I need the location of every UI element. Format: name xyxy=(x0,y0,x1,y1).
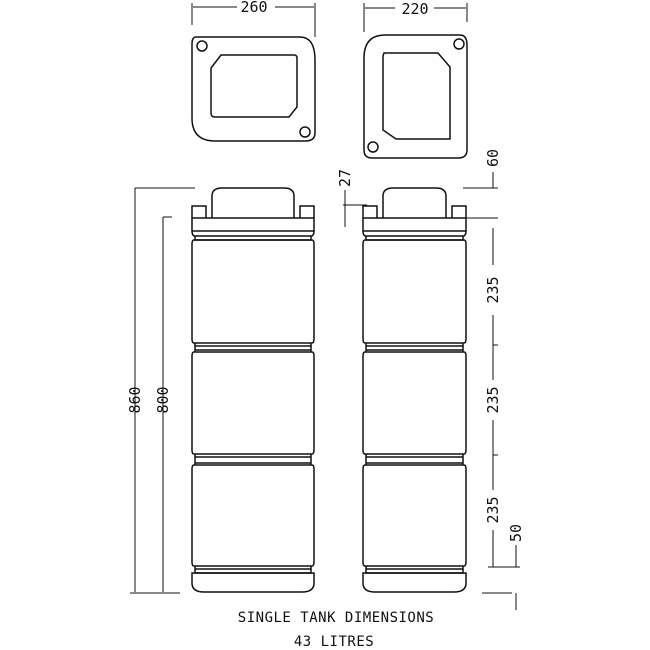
caption-capacity: 43 LITRES xyxy=(294,634,374,650)
tank-side-view-right xyxy=(362,187,467,593)
dim-body-height: 800 xyxy=(154,386,172,413)
dim-cap-height: 27 xyxy=(336,169,354,187)
dim-top-offset: 60 xyxy=(484,149,502,167)
section-dimension-lines xyxy=(343,172,520,610)
dim-section-1: 235 xyxy=(484,276,502,303)
top-view-left xyxy=(191,3,316,142)
dim-total-height: 860 xyxy=(126,386,144,413)
caption-title: SINGLE TANK DIMENSIONS xyxy=(238,610,434,626)
height-dimension-lines xyxy=(130,187,195,594)
dim-section-3: 235 xyxy=(484,496,502,523)
dim-section-2: 235 xyxy=(484,386,502,413)
tank-side-view-left xyxy=(191,187,315,593)
dim-base-height: 50 xyxy=(507,524,525,542)
dim-width-right: 220 xyxy=(401,0,428,18)
top-view-right xyxy=(363,3,468,159)
dim-width-left: 260 xyxy=(240,0,267,16)
